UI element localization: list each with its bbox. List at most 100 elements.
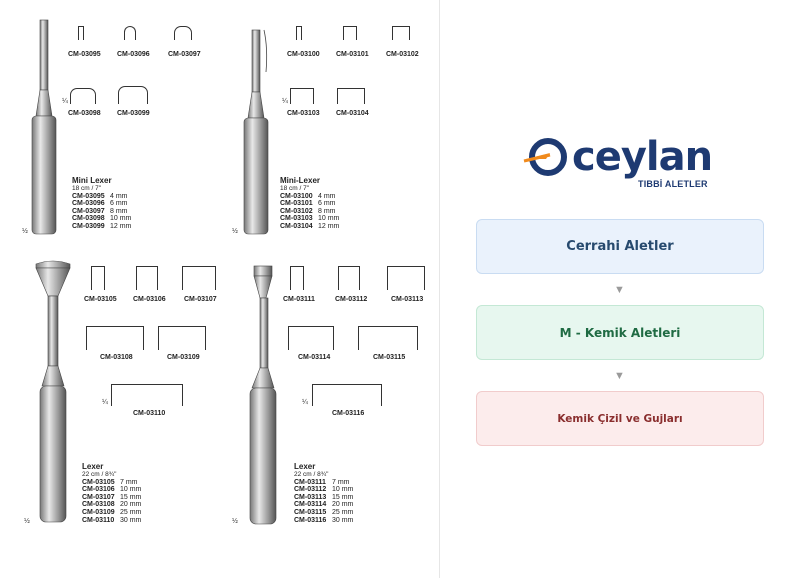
tip-profile bbox=[86, 326, 144, 350]
tip-profile bbox=[124, 26, 136, 40]
tip-profile bbox=[78, 26, 84, 40]
lexer-chisel-image bbox=[35, 260, 71, 523]
product-code: CM-03109 bbox=[167, 354, 200, 361]
product-code: CM-03113 bbox=[391, 296, 424, 303]
tip-profile bbox=[70, 88, 96, 104]
tip-profile bbox=[296, 26, 302, 40]
nav-cerrahi-aletler-button[interactable]: Cerrahi Aletler bbox=[476, 219, 764, 274]
product-code: CM-03101 bbox=[336, 51, 369, 58]
product-code: CM-03100 bbox=[287, 51, 320, 58]
scale-fraction: ¼ bbox=[302, 399, 308, 406]
instrument-title: Lexer bbox=[294, 462, 316, 471]
image-scale: ½ bbox=[232, 228, 238, 235]
image-scale: ½ bbox=[24, 518, 30, 525]
product-code: CM-03115 bbox=[373, 354, 406, 361]
brand-name: ceylan bbox=[572, 134, 713, 180]
product-code: CM-03095 bbox=[68, 51, 101, 58]
tip-profile bbox=[111, 384, 183, 406]
instrument-length: 18 cm / 7" bbox=[72, 185, 102, 192]
image-scale: ½ bbox=[22, 228, 28, 235]
down-arrow-icon: ▼ bbox=[614, 370, 625, 382]
product-code: CM-03104 bbox=[336, 110, 369, 117]
nav-label: Cerrahi Aletler bbox=[566, 239, 674, 254]
tip-profile bbox=[387, 266, 425, 290]
product-code: CM-03098 bbox=[68, 110, 101, 117]
tip-profile bbox=[290, 266, 304, 290]
product-code: CM-03111 bbox=[283, 296, 315, 303]
product-code: CM-03106 bbox=[133, 296, 166, 303]
scale-fraction: ¼ bbox=[62, 98, 68, 105]
product-code: CM-03103 bbox=[287, 110, 320, 117]
instrument-title: Mini Lexer bbox=[72, 176, 112, 185]
product-code: CM-03097 bbox=[168, 51, 201, 58]
tip-profile bbox=[174, 26, 192, 40]
tip-profile bbox=[358, 326, 418, 350]
product-code: CM-03105 bbox=[84, 296, 117, 303]
tip-profile bbox=[91, 266, 105, 290]
catalog-page: CM-03095 CM-03096 CM-03097 ¼ CM-03098 CM… bbox=[22, 0, 440, 578]
tip-profile bbox=[136, 266, 158, 290]
lexer-chisel-image bbox=[249, 265, 277, 525]
brand-tagline: TIBBİ ALETLER bbox=[638, 179, 708, 189]
instrument-length: 18 cm / 7" bbox=[280, 185, 310, 192]
ceylan-logo[interactable]: ceylan TIBBİ ALETLER bbox=[520, 135, 730, 195]
tip-profile bbox=[290, 88, 314, 104]
tip-profile bbox=[338, 266, 360, 290]
product-code: CM-03110 bbox=[133, 410, 166, 417]
instrument-title: Lexer bbox=[82, 462, 104, 471]
down-arrow-icon: ▼ bbox=[614, 284, 625, 296]
tip-profile bbox=[343, 26, 357, 40]
nav-label: Kemik Çizil ve Gujları bbox=[557, 412, 683, 425]
product-code: CM-03114 bbox=[298, 354, 331, 361]
nav-kemik-cizil-gujlari-button[interactable]: Kemik Çizil ve Gujları bbox=[476, 391, 764, 446]
tip-profile bbox=[392, 26, 410, 40]
ceylan-logo-mark-icon bbox=[523, 138, 567, 176]
instrument-length: 22 cm / 8¾" bbox=[294, 471, 329, 478]
product-code: CM-03099 bbox=[117, 110, 150, 117]
tip-profile bbox=[288, 326, 334, 350]
product-code: CM-03096 bbox=[117, 51, 150, 58]
tip-profile bbox=[312, 384, 382, 406]
product-code: CM-03108 bbox=[100, 354, 133, 361]
mini-lexer-chisel-image bbox=[31, 19, 57, 235]
scale-fraction: ¼ bbox=[282, 98, 288, 105]
instrument-title: Mini-Lexer bbox=[280, 176, 321, 185]
tip-profile bbox=[118, 86, 148, 104]
scale-fraction: ¼ bbox=[102, 399, 108, 406]
tip-profile bbox=[337, 88, 365, 104]
instrument-length: 22 cm / 8¾" bbox=[82, 471, 117, 478]
product-code: CM-03107 bbox=[184, 296, 217, 303]
tip-profile bbox=[158, 326, 206, 350]
image-scale: ½ bbox=[232, 518, 238, 525]
product-code: CM-03102 bbox=[386, 51, 419, 58]
nav-kemik-aletleri-button[interactable]: M - Kemik Aletleri bbox=[476, 305, 764, 360]
tip-profile bbox=[182, 266, 216, 290]
product-code: CM-03116 bbox=[332, 410, 365, 417]
